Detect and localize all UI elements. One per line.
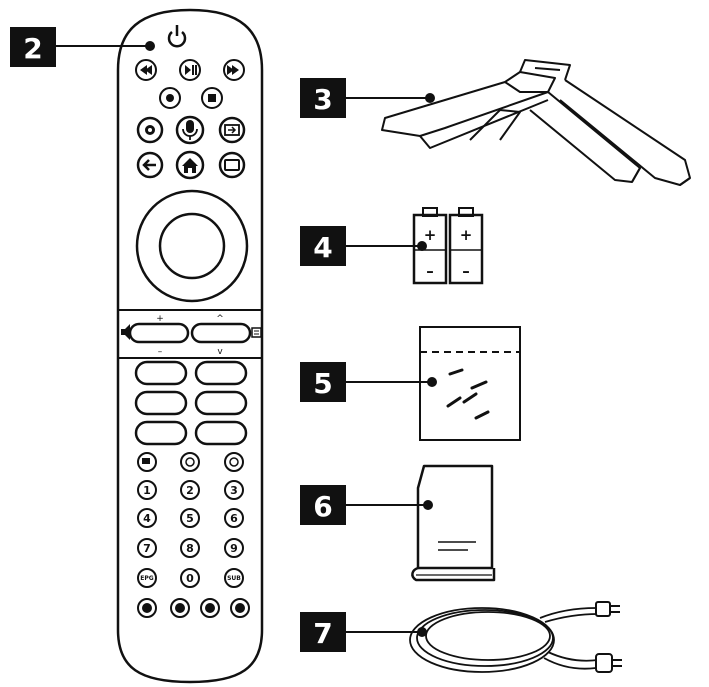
batteries: + – + – [412, 207, 484, 285]
speaker-icon [121, 324, 130, 340]
callout-5-label: 5 [313, 367, 332, 400]
color-buttons [137, 598, 250, 618]
sub-button [224, 568, 244, 588]
callout-7: 7 [300, 612, 427, 652]
callout-4: 4 [300, 226, 427, 266]
numpad-key [180, 538, 200, 558]
app-button [194, 420, 248, 446]
epg-button [137, 568, 157, 588]
stop-button [201, 87, 223, 109]
forward-button [223, 59, 245, 81]
tv-stand [381, 59, 691, 186]
callout-6-label: 6 [313, 490, 332, 523]
numpad-label: 9 [230, 542, 238, 555]
callout-6: 6 [300, 485, 433, 525]
color-button [200, 598, 220, 618]
numpad-label: 7 [143, 542, 151, 555]
callout-4-label: 4 [313, 231, 332, 264]
app-buttons [134, 360, 248, 446]
callout-2: 2 [10, 27, 155, 67]
screen-icon [224, 159, 240, 171]
back-arrow-icon [142, 159, 156, 171]
app-button [194, 360, 248, 386]
function-button [180, 452, 200, 472]
back-button [136, 151, 164, 179]
function-button [137, 452, 157, 472]
numpad-key [137, 480, 157, 500]
rocker-minus-label: – [158, 347, 163, 357]
numpad-key [224, 480, 244, 500]
numpad-label: 5 [186, 512, 194, 525]
numpad-key [137, 538, 157, 558]
numpad-key [224, 538, 244, 558]
play-pause-button [179, 59, 201, 81]
battery-minus: – [426, 262, 434, 280]
rewind-button [135, 59, 157, 81]
volume-rocker [128, 322, 190, 344]
sub-label: SUB [227, 575, 241, 582]
power-cord [409, 601, 622, 673]
rocker-down-label: v [217, 347, 223, 357]
function-button [224, 452, 244, 472]
color-button [170, 598, 190, 618]
list-icon [251, 327, 262, 338]
microphone-icon [182, 120, 198, 140]
remote-control: + – ^ v 1 [116, 8, 264, 684]
rocker-up-label: ^ [216, 314, 224, 324]
power-icon [167, 25, 187, 48]
input-button [218, 116, 246, 144]
settings-button [136, 116, 164, 144]
battery-plus: + [424, 226, 437, 244]
battery-minus: – [462, 262, 470, 280]
screw-icon [446, 368, 490, 420]
callout-2-label: 2 [23, 32, 42, 65]
numpad-key [180, 508, 200, 528]
battery-plus: + [460, 226, 473, 244]
gear-icon [145, 125, 155, 135]
channel-rocker [190, 322, 252, 344]
user-manual [411, 464, 496, 582]
callout-3-label: 3 [313, 83, 332, 116]
numpad-key [224, 508, 244, 528]
plug-icon [595, 601, 620, 617]
callout-3: 3 [300, 78, 435, 118]
numpad-label: 8 [186, 542, 194, 555]
navigation-ring [135, 189, 249, 303]
numpad-key [137, 508, 157, 528]
epg-label: EPG [140, 575, 153, 582]
record-button [159, 87, 181, 109]
callout-7-label: 7 [313, 617, 332, 650]
app-button [194, 390, 248, 416]
numpad-label: 6 [230, 512, 238, 525]
numpad-key [180, 480, 200, 500]
callout-5: 5 [300, 362, 437, 402]
mic-button [175, 115, 205, 145]
color-button [137, 598, 157, 618]
zero-button [180, 568, 200, 588]
home-icon [182, 158, 198, 173]
numpad-label: 2 [186, 484, 194, 497]
numpad-label: 3 [230, 484, 238, 497]
app-button [134, 360, 188, 386]
app-button [134, 390, 188, 416]
app-button [134, 420, 188, 446]
numpad-label: 4 [143, 512, 151, 525]
connector-icon [595, 653, 622, 673]
menu-button [218, 151, 246, 179]
rocker-plus-label: + [156, 314, 164, 324]
numpad: 1 2 3 4 5 6 7 8 9 [137, 480, 244, 558]
input-source-icon [224, 124, 240, 136]
screw-bag [419, 326, 521, 441]
ok-button [158, 212, 226, 280]
home-button [175, 150, 205, 180]
color-button [230, 598, 250, 618]
zero-label: 0 [186, 572, 194, 585]
numpad-label: 1 [143, 484, 151, 497]
